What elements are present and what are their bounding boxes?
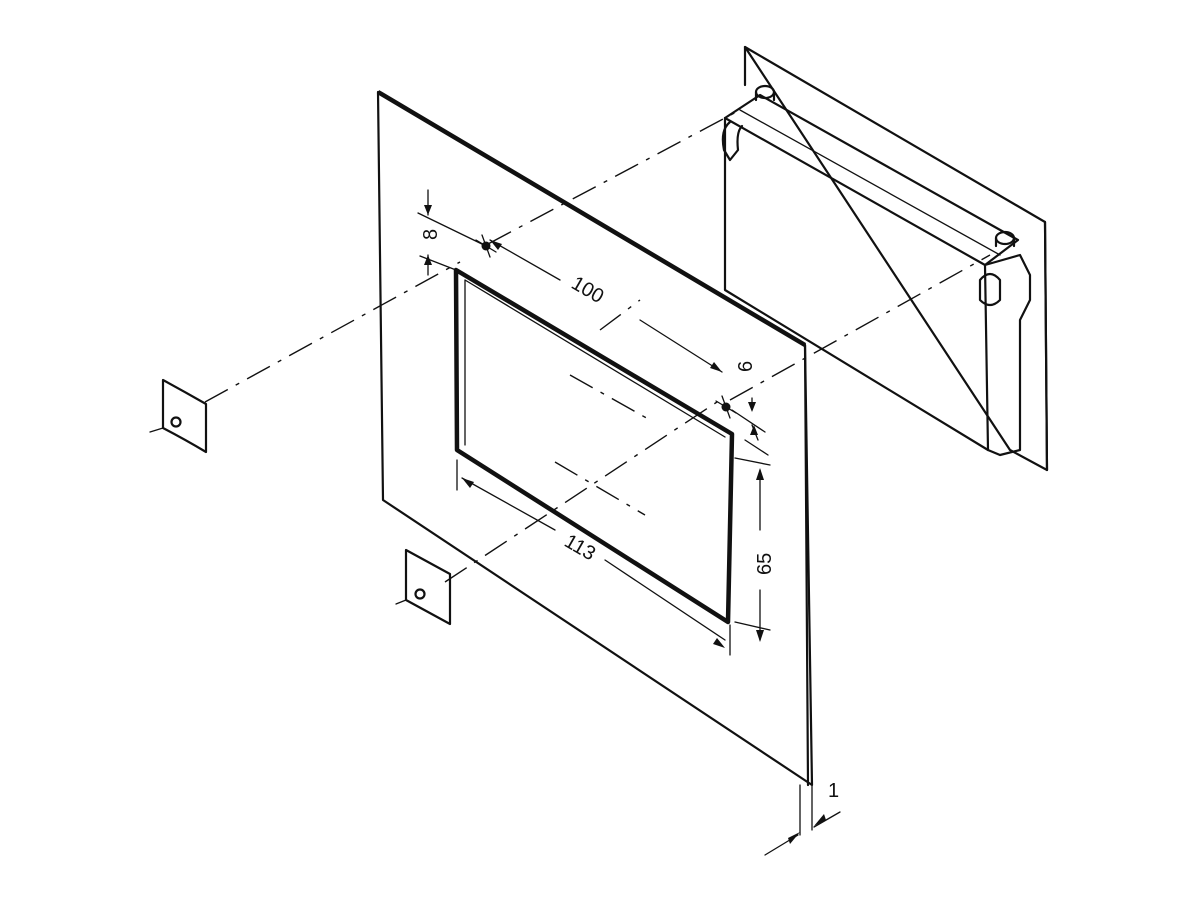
dimension-lines bbox=[417, 189, 841, 856]
rear-module-hook bbox=[721, 120, 744, 162]
rear-module-bracket-tab bbox=[978, 272, 1002, 307]
rear-module-bracket bbox=[983, 253, 1032, 457]
front-plate bbox=[376, 90, 814, 787]
dim-label-right-gap: 6 bbox=[735, 361, 757, 372]
front-plate-top-edge bbox=[376, 90, 807, 347]
mounting-clip-bottom bbox=[395, 548, 452, 626]
front-plate-cutout bbox=[453, 267, 735, 625]
front-plate-right-edge bbox=[803, 343, 810, 787]
mounting-clip-left bbox=[149, 378, 208, 454]
rear-pin-right bbox=[994, 230, 1016, 248]
rear-module bbox=[721, 45, 1049, 472]
rear-module-top bbox=[723, 93, 1020, 267]
cutout-inner-line bbox=[464, 279, 726, 446]
front-plate-outline bbox=[376, 90, 814, 787]
dim-label-width-inner: 100 bbox=[568, 272, 608, 308]
dim-label-height: 65 bbox=[754, 553, 776, 575]
projection-lines bbox=[204, 109, 991, 583]
mounting-hole-right bbox=[715, 395, 737, 419]
dim-label-top-margin: 8 bbox=[420, 229, 442, 240]
rear-back-plate-edge bbox=[743, 45, 1049, 472]
rear-back-plate bbox=[743, 45, 1049, 472]
rear-pin-top bbox=[754, 84, 776, 102]
rear-module-body bbox=[723, 116, 990, 452]
dim-label-thickness: 1 bbox=[828, 780, 839, 802]
rear-module-inner-line bbox=[739, 109, 1001, 256]
